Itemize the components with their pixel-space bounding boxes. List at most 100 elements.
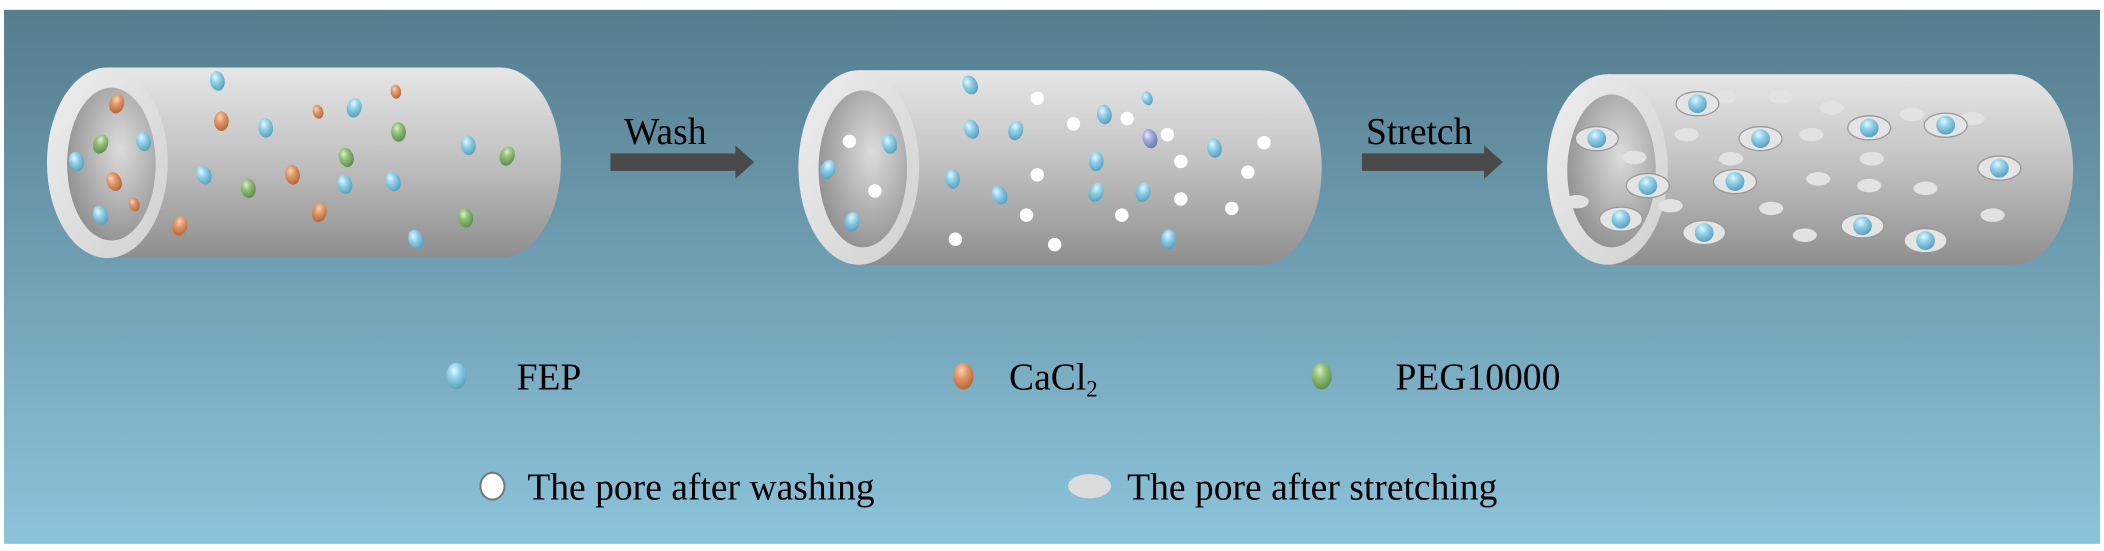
cacl2-particle <box>109 94 125 114</box>
cacl2-particle <box>285 165 300 185</box>
pore-after-stretching-icon <box>1068 474 1112 499</box>
washed-pore <box>1174 154 1188 169</box>
stretched-pore <box>1819 101 1844 115</box>
stretched-pore <box>1799 127 1824 142</box>
fep-particle <box>1587 129 1607 149</box>
stretched-pore <box>1718 152 1744 166</box>
cacl2-particle <box>172 216 188 236</box>
fep-particle <box>196 165 212 185</box>
fep-particle <box>1088 151 1104 172</box>
stretched-pore <box>1768 90 1793 104</box>
stretched-pore <box>1900 107 1925 122</box>
washed-pore <box>1066 117 1081 131</box>
peg-particle <box>338 147 354 168</box>
fep-particle <box>1725 172 1745 191</box>
fep-particle <box>882 134 898 154</box>
stretch-label: Stretch <box>1366 112 1473 153</box>
tube-before-wash <box>46 67 561 259</box>
washed-pore <box>1030 168 1044 182</box>
fep-particle <box>209 71 225 91</box>
stretched-pore <box>1980 208 2005 222</box>
cacl2-particle <box>106 172 122 192</box>
washed-pore <box>1047 237 1062 252</box>
cacl2-particle <box>312 104 324 119</box>
fep-particle <box>385 171 401 192</box>
fep-particle <box>820 159 836 180</box>
pore-after-washing-icon <box>479 471 506 501</box>
fep-particle <box>1638 176 1658 195</box>
fep-particle <box>68 151 85 172</box>
peg-particle <box>458 208 474 228</box>
legend-peg-label: PEG10000 <box>1396 358 1561 399</box>
fep-particle <box>962 75 978 95</box>
cacl2-particle <box>311 202 327 223</box>
fep-particle <box>1161 229 1177 250</box>
washed-pore <box>948 232 963 246</box>
fep-particle <box>945 169 961 189</box>
legend-pore-stretch-label: The pore after stretching <box>1127 468 1497 509</box>
tube-lumen <box>818 90 908 248</box>
fep-particle <box>1859 118 1879 138</box>
legend-cacl2-label: CaCl2 <box>1009 358 1098 402</box>
peg-particle-icon <box>1311 362 1332 390</box>
fep-particle <box>1135 182 1151 202</box>
fep-particle <box>1751 129 1770 149</box>
washed-pore <box>1174 192 1188 206</box>
fep-particle <box>460 135 476 156</box>
fep-particle <box>337 174 353 194</box>
stretched-pore <box>1759 201 1784 216</box>
tube-after-stretch <box>1547 74 2074 265</box>
cacl2-particle-icon <box>953 362 974 390</box>
fep-particle <box>408 229 424 249</box>
washed-pore <box>1115 208 1129 222</box>
peg-particle <box>92 134 109 154</box>
washed-pore <box>1160 127 1175 142</box>
fep-particle <box>1694 223 1714 242</box>
stretched-pore <box>1674 127 1699 142</box>
fep-particle <box>1936 115 1956 135</box>
fep-particle <box>1853 216 1872 236</box>
cacl2-particle <box>214 111 229 132</box>
fep-particle <box>258 118 274 138</box>
fep-particle <box>1088 182 1105 202</box>
stretched-pore <box>1792 228 1817 242</box>
fep-particle-icon <box>446 362 467 390</box>
stretched-pore <box>1564 194 1589 209</box>
stretch-arrow-icon <box>1361 145 1503 179</box>
legend-fep-label: FEP <box>517 358 582 399</box>
fep-particle <box>136 131 152 152</box>
legend-pore-wash-label: The pore after washing <box>527 468 875 509</box>
fep-particle <box>1611 209 1631 229</box>
tube-after-wash <box>798 70 1322 265</box>
legend: FEP CaCl2 PEG10000 The pore after washin… <box>446 358 1560 509</box>
wash-label: Wash <box>624 112 707 153</box>
washed-pore <box>1225 201 1239 216</box>
fep-particle <box>1206 138 1222 158</box>
fep-particle <box>963 119 980 139</box>
washed-pore <box>1120 111 1134 126</box>
tube-body <box>858 70 1322 265</box>
stretched-pore <box>1658 199 1683 213</box>
fep-particle <box>1096 104 1112 125</box>
peg-particle <box>499 146 515 166</box>
cacl2-particle <box>390 84 402 99</box>
fep-particle <box>1688 94 1707 114</box>
fep-particle <box>92 205 109 225</box>
stretched-pore <box>1859 152 1884 166</box>
fep-particle <box>844 212 860 232</box>
fep-particle <box>991 185 1008 205</box>
washed-pore <box>868 184 882 198</box>
fep-particle <box>1008 120 1024 141</box>
peg-particle <box>391 122 406 142</box>
fep-particle <box>1989 158 2009 178</box>
fep-particle <box>346 98 362 118</box>
peg-particle <box>240 178 256 199</box>
stretched-pore <box>1806 172 1831 186</box>
washed-pore <box>1257 135 1271 150</box>
fep-particle <box>1916 231 1935 251</box>
washed-pore <box>1241 165 1255 179</box>
particle <box>1142 128 1158 149</box>
stretched-pore <box>1622 150 1647 165</box>
stretched-pore <box>1857 178 1882 193</box>
